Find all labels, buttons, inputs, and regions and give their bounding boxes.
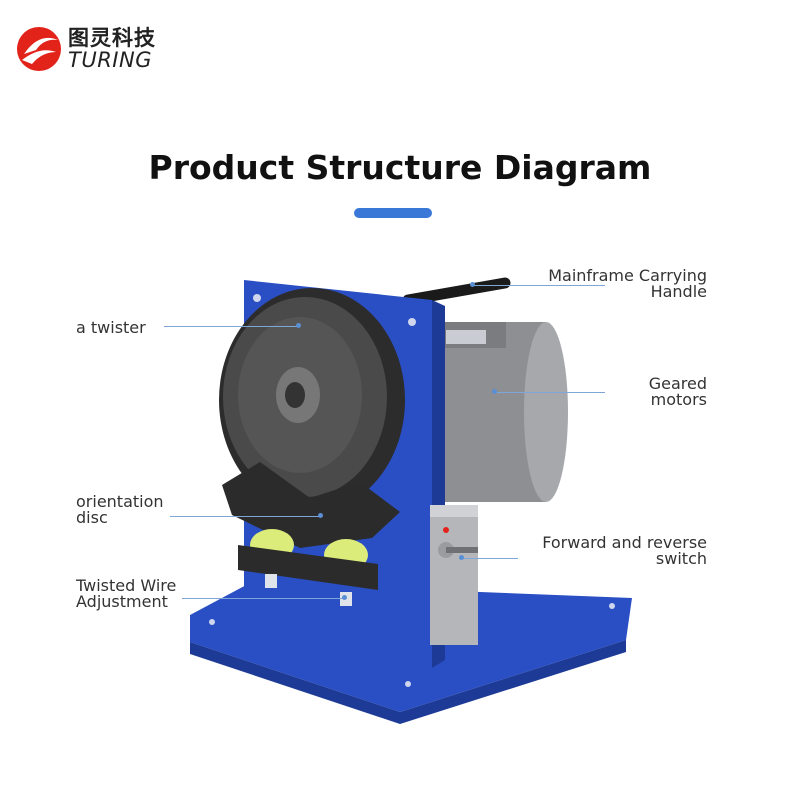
geared-motor: [436, 322, 568, 502]
page-title: Product Structure Diagram: [148, 148, 652, 187]
label-twister: a twister: [76, 318, 146, 337]
brand-name-en: TURING: [68, 48, 152, 72]
turing-logo-icon: [17, 27, 61, 71]
brand-logo: 图灵科技 TURING: [14, 20, 174, 76]
base-plate-edge: [190, 640, 626, 724]
switch-box: [430, 505, 478, 645]
orientation-disc: [222, 462, 400, 548]
brand-name-cn: 图灵科技: [68, 26, 156, 50]
twister-wheel: [219, 288, 405, 512]
title-accent-bar: [354, 208, 432, 218]
adjustment-bar: [238, 545, 378, 590]
